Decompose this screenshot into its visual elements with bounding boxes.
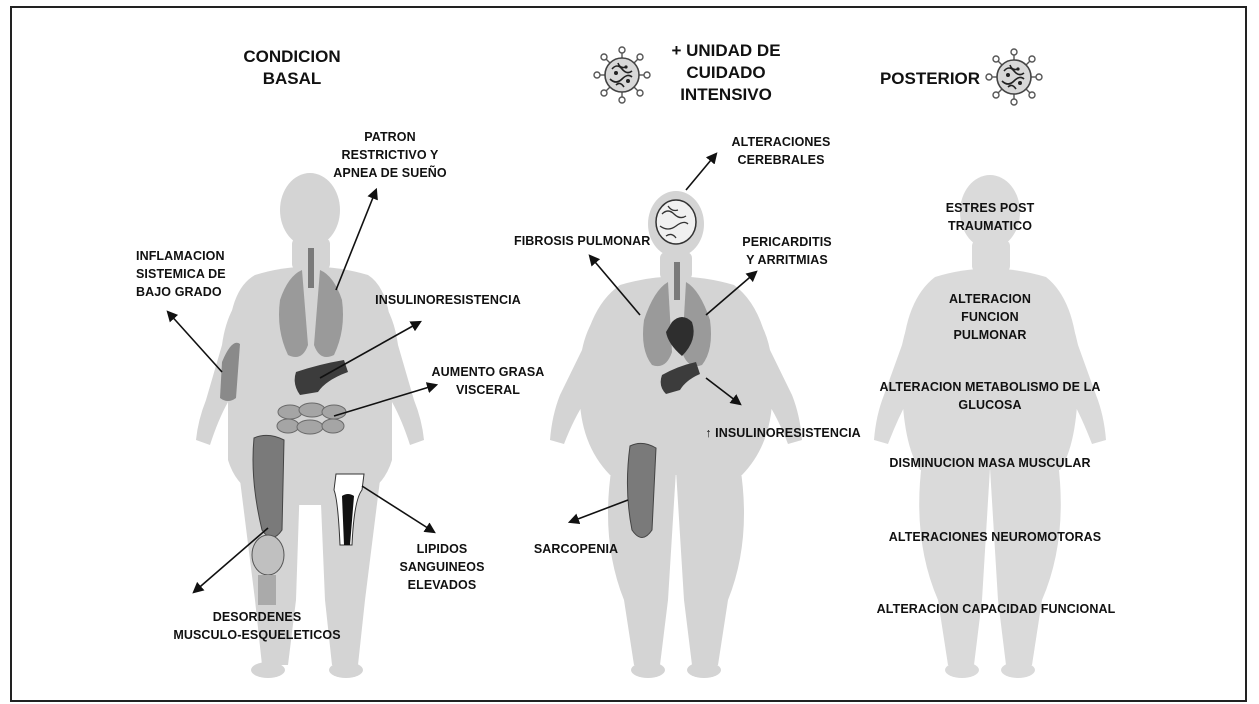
header-uci: + UNIDAD DE CUIDADO INTENSIVO bbox=[656, 40, 796, 106]
leg-muscle-icon bbox=[627, 443, 656, 537]
virus-icon bbox=[986, 49, 1042, 105]
label-grasa: AUMENTO GRASA VISCERAL bbox=[426, 363, 550, 399]
label-pericarditis: PERICARDITIS Y ARRITMIAS bbox=[732, 233, 842, 269]
label-cerebrales: ALTERACIONES CEREBRALES bbox=[726, 133, 836, 169]
header-posterior: POSTERIOR bbox=[870, 68, 990, 90]
label-pulmonar: ALTERACION FUNCION PULMONAR bbox=[930, 290, 1050, 344]
label-masa: DISMINUCION MASA MUSCULAR bbox=[870, 454, 1110, 472]
virus-icon bbox=[594, 47, 650, 103]
label-estres: ESTRES POST TRAUMATICO bbox=[930, 199, 1050, 235]
label-lipidos: LIPIDOS SANGUINEOS ELEVADOS bbox=[392, 540, 492, 594]
header-basal: CONDICION BASAL bbox=[222, 46, 362, 90]
label-metabolismo: ALTERACION METABOLISMO DE LA GLUCOSA bbox=[870, 378, 1110, 414]
label-capacidad: ALTERACION CAPACIDAD FUNCIONAL bbox=[866, 600, 1126, 618]
label-patron: PATRON RESTRICTIVO Y APNEA DE SUEÑO bbox=[330, 128, 450, 182]
label-sarcopenia: SARCOPENIA bbox=[528, 540, 624, 558]
label-musculo: DESORDENES MUSCULO-ESQUELETICOS bbox=[162, 608, 352, 644]
label-fibrosis: FIBROSIS PULMONAR bbox=[514, 232, 660, 250]
arrow-cerebrales bbox=[686, 154, 716, 190]
label-inflamacion: INFLAMACION SISTEMICA DE BAJO GRADO bbox=[136, 247, 246, 301]
brain-icon bbox=[656, 200, 696, 244]
label-insulino-basal: INSULINORESISTENCIA bbox=[368, 291, 528, 309]
label-insulino-uci: ↑ INSULINORESISTENCIA bbox=[700, 424, 866, 442]
arrow-inflamacion bbox=[168, 312, 222, 372]
label-neuro: ALTERACIONES NEUROMOTORAS bbox=[870, 528, 1120, 546]
